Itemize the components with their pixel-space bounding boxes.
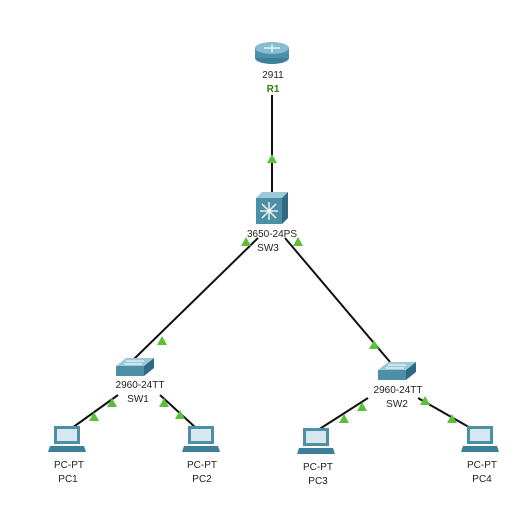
link-up-indicator: [107, 398, 117, 407]
link-up-indicator: [267, 154, 277, 163]
link-up-indicator: [241, 237, 251, 246]
link-up-indicator: [157, 336, 167, 345]
device-name-label: SW1: [127, 394, 149, 405]
link-sw3-sw2[interactable]: [284, 237, 391, 363]
multilayer-switch-sw3[interactable]: [256, 192, 288, 224]
link-up-indicator: [159, 398, 169, 407]
link-up-indicator: [339, 414, 349, 423]
switch-arrows-icon: [124, 360, 144, 365]
device-name-label: SW3: [257, 243, 279, 254]
pc-pc4[interactable]: [461, 426, 499, 452]
link-sw2-pc3[interactable]: [317, 397, 369, 431]
switch-arrows-icon: [386, 364, 406, 369]
link-up-indicator: [369, 340, 379, 349]
link-sw3-sw1[interactable]: [132, 237, 259, 361]
link-up-indicator: [420, 396, 430, 405]
device-model-label: 2911: [262, 70, 284, 81]
router-r1[interactable]: [255, 42, 289, 64]
link-up-indicator: [175, 410, 185, 419]
device-name-label: SW2: [386, 399, 408, 410]
device-model-label: PC-PT: [187, 460, 217, 471]
device-model-label: PC-PT: [54, 460, 84, 471]
device-model-label: PC-PT: [303, 462, 333, 473]
device-name-label: PC4: [472, 474, 492, 485]
device-name-label: PC2: [192, 474, 212, 485]
pc-pc1[interactable]: [48, 426, 86, 452]
device-model-label: 2960-24TT: [115, 380, 165, 391]
multilayer-arrows-icon: [260, 202, 278, 220]
device-name-label: PC1: [58, 474, 78, 485]
link-up-indicator: [293, 237, 303, 246]
device-model-label: 3650-24PS: [246, 229, 298, 240]
switch-sw1[interactable]: [116, 358, 154, 376]
router-arrows-icon: [264, 44, 280, 52]
device-name-label: PC3: [308, 476, 328, 487]
link-up-indicator: [447, 414, 457, 423]
link-sw1-pc1[interactable]: [71, 394, 119, 429]
switch-sw2[interactable]: [378, 362, 416, 380]
device-name-label: R1: [266, 84, 280, 95]
link-status-layer: [89, 154, 457, 423]
device-model-label: 2960-24TT: [373, 385, 423, 396]
pc-pc3[interactable]: [297, 428, 335, 454]
link-up-indicator: [89, 412, 99, 421]
device-model-label: PC-PT: [467, 460, 497, 471]
link-sw1-pc2[interactable]: [159, 394, 197, 429]
link-up-indicator: [357, 402, 367, 411]
pc-pc2[interactable]: [182, 426, 220, 452]
